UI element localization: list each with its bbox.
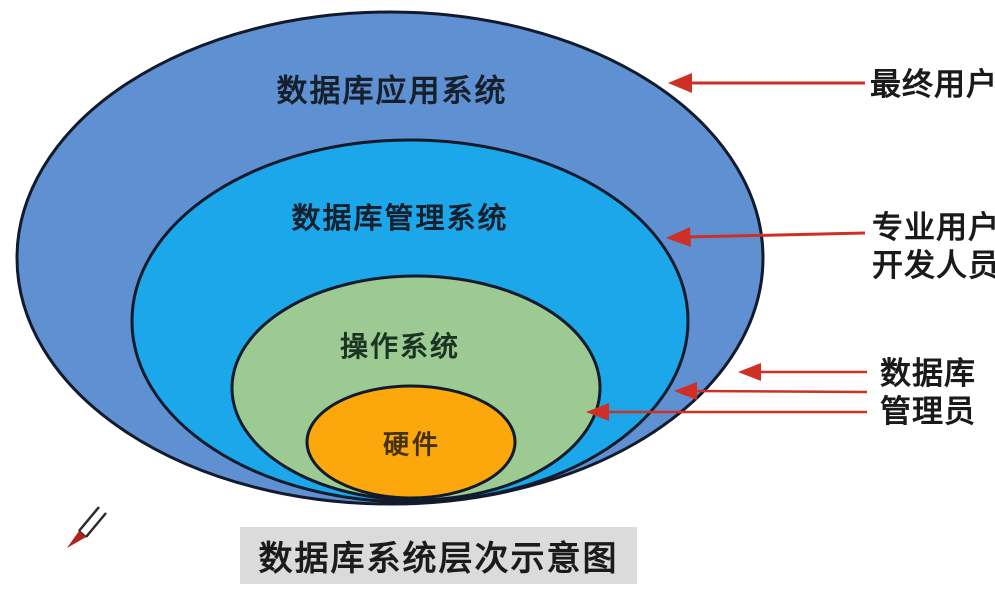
arrow-head-dba-middle: [674, 382, 697, 400]
arrow-line-professional-user: [687, 231, 866, 239]
annotation-database-admin-line2: 管理员: [880, 394, 976, 429]
layer-label-database-management-system: 数据库管理系统: [291, 203, 509, 235]
annotation-end-user: 最终用户: [870, 66, 995, 104]
diagram-caption: 数据库系统层次示意图: [240, 527, 637, 584]
layer-label-hardware: 硬件: [382, 429, 442, 460]
layer-label-database-application-system: 数据库应用系统: [276, 73, 508, 109]
annotation-database-admin: 数据库 管理员: [880, 355, 976, 431]
annotation-professional-user-line2: 开发人员: [872, 248, 995, 283]
pencil-icon: [67, 506, 107, 548]
ellipse-hardware: [305, 384, 517, 500]
annotation-end-user-line1: 最终用户: [870, 67, 995, 102]
arrow-head-professional-user: [666, 227, 691, 247]
arrow-head-dba-outer: [738, 363, 761, 381]
arrow-line-dba-middle: [693, 389, 868, 394]
annotation-professional-user: 专业用户 开发人员: [872, 209, 995, 285]
layer-label-operating-system: 操作系统: [339, 331, 461, 362]
arrow-head-dba-inner: [586, 403, 609, 421]
annotation-professional-user-line1: 专业用户: [872, 210, 995, 245]
arrow-head-end-user: [668, 73, 692, 93]
annotation-database-admin-line1: 数据库: [880, 356, 976, 391]
